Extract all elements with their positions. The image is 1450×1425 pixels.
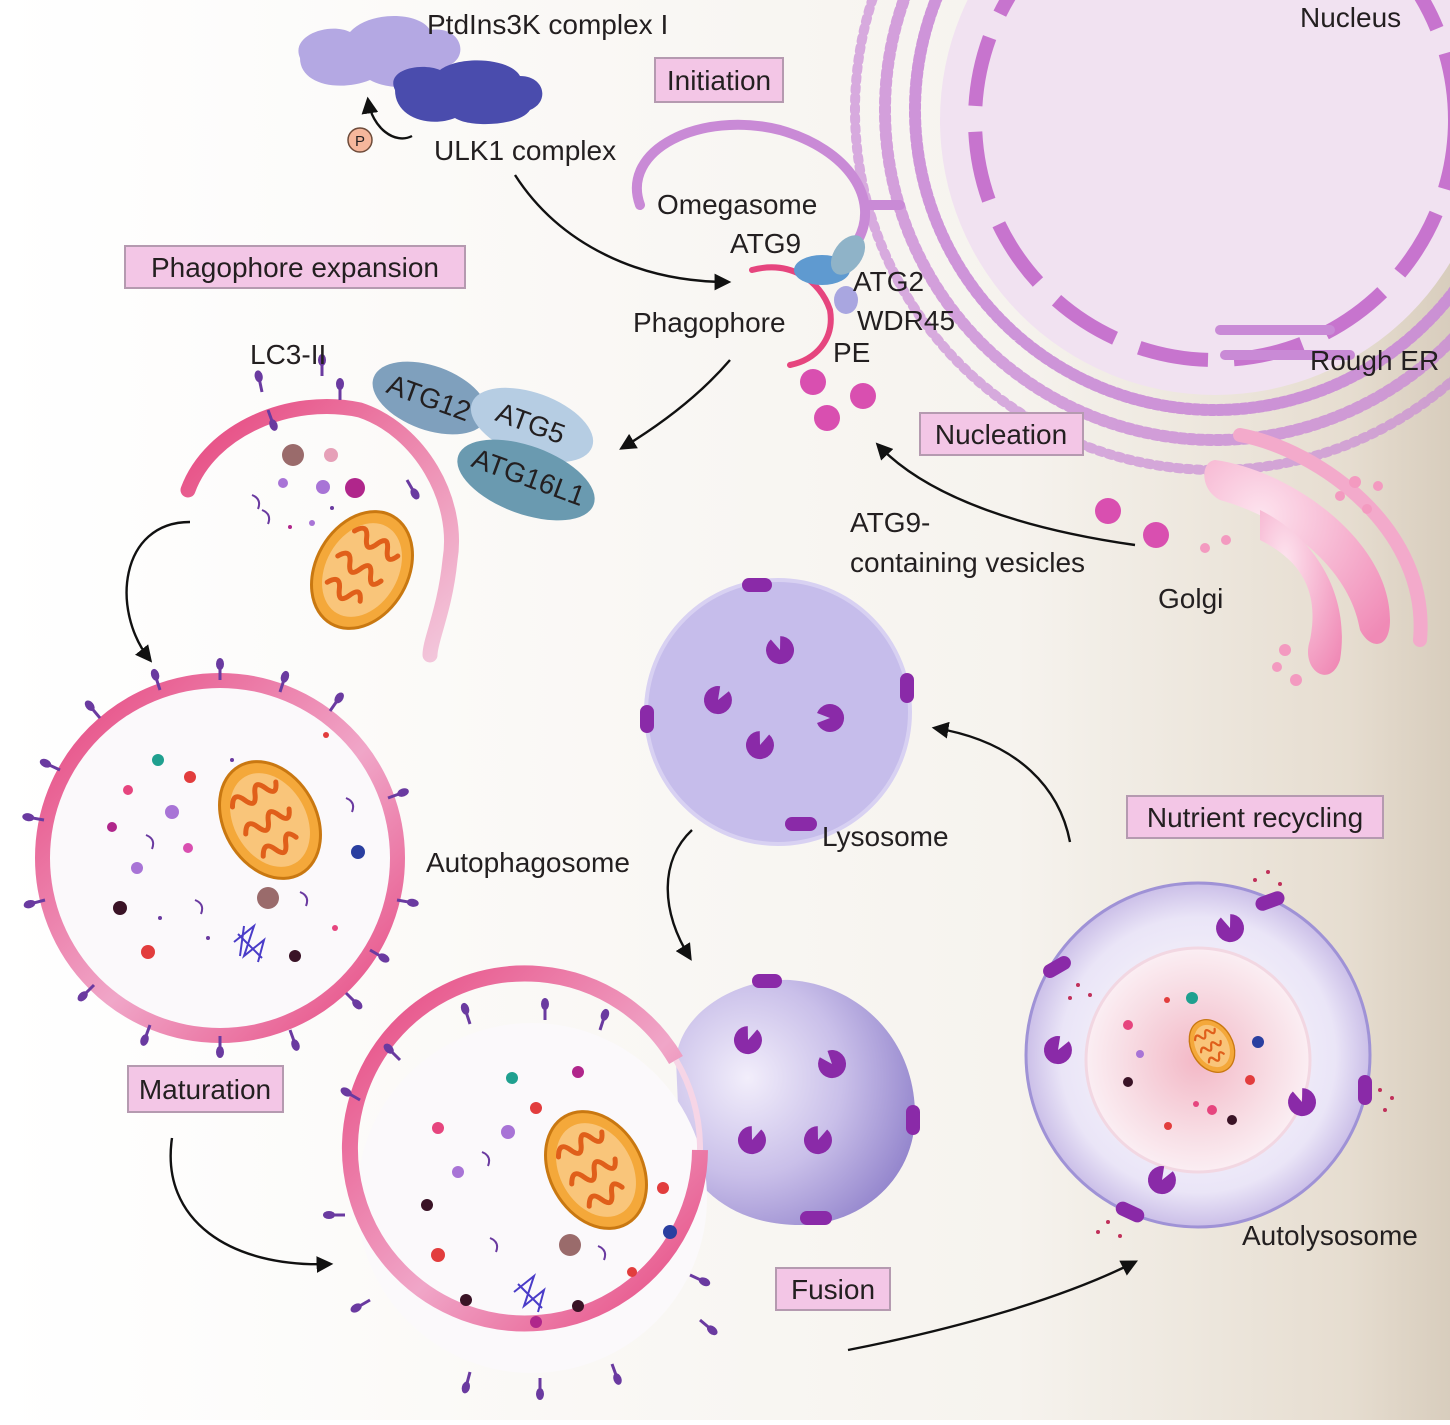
stage-nutrient-recycling: Nutrient recycling — [1126, 795, 1384, 839]
wdr45-protein — [834, 286, 858, 314]
nucleus — [940, 0, 1450, 395]
atg2-protein — [830, 235, 866, 275]
cargo — [107, 732, 365, 963]
arrow-recycling-to-lysosome — [931, 721, 1072, 843]
arrow-ulk1-to-phagophore — [513, 174, 732, 291]
stage-fusion: Fusion — [775, 1267, 891, 1311]
atg9-vesicles-label-line2: containing vesicles — [850, 547, 1085, 578]
phospho-label: P — [355, 133, 365, 150]
autolysosome — [1024, 870, 1394, 1238]
omegasome-label: Omegasome — [657, 189, 817, 220]
atg9-vesicles-label-line1: ATG9- — [850, 507, 930, 538]
stage-phagophore-expansion-label: Phagophore expansion — [151, 252, 439, 283]
stage-maturation: Maturation — [127, 1065, 284, 1113]
lysosome-label: Lysosome — [822, 821, 949, 852]
autophagosome — [20, 656, 421, 1060]
wdr45-label: WDR45 — [857, 305, 955, 336]
atg2-label: ATG2 — [853, 266, 924, 297]
fusing-lysosome — [676, 974, 920, 1225]
stage-nucleation-label: Nucleation — [935, 419, 1067, 450]
atg9-label: ATG9 — [730, 228, 801, 259]
pe-label: PE — [833, 337, 870, 368]
expanding-phagophore — [180, 352, 459, 663]
lysosome — [640, 578, 914, 846]
stage-nucleation: Nucleation — [919, 412, 1084, 456]
arrow-phagophore-to-expansion — [619, 359, 731, 450]
golgi-label: Golgi — [1158, 583, 1223, 614]
stage-fusion-label: Fusion — [791, 1274, 875, 1305]
ulk1-complex-label: ULK1 complex — [434, 135, 616, 166]
stage-initiation: Initiation — [654, 57, 784, 103]
stage-nutrient-recycling-label: Nutrient recycling — [1147, 802, 1363, 833]
phagophore-label: Phagophore — [633, 307, 786, 338]
phosphorylation-arrow: P — [347, 96, 413, 153]
stage-maturation-label: Maturation — [139, 1074, 271, 1105]
fusing-autophagosome — [321, 965, 721, 1402]
atg12-atg5-atg16l1-complex — [372, 361, 595, 521]
nucleus-label: Nucleus — [1300, 2, 1401, 33]
pathway-arrows — [125, 174, 1138, 1352]
ptdins3k-complex-label: PtdIns3K complex I — [427, 9, 668, 40]
autolysosome-label: Autolysosome — [1242, 1220, 1418, 1251]
stage-initiation-label: Initiation — [667, 65, 771, 96]
arrow-fusion-to-autolysosome — [847, 1260, 1138, 1352]
omegasome-membrane — [631, 119, 871, 368]
golgi — [1200, 428, 1428, 686]
atg9-vesicles — [800, 369, 1169, 548]
stage-phagophore-expansion: Phagophore expansion — [124, 245, 466, 289]
arrow-maturation — [169, 1137, 334, 1273]
rough-er-label: Rough ER — [1310, 345, 1439, 376]
arrow-lysosome-to-fusion — [666, 829, 693, 961]
lc3-ii-label: LC3-II — [250, 339, 326, 370]
arrow-vesicles-to-phagophore — [875, 442, 1136, 547]
arrow-expansion-to-autophagosome — [125, 520, 191, 663]
autophagosome-label: Autophagosome — [426, 847, 630, 878]
ulk1-complex-cloud — [393, 60, 543, 125]
